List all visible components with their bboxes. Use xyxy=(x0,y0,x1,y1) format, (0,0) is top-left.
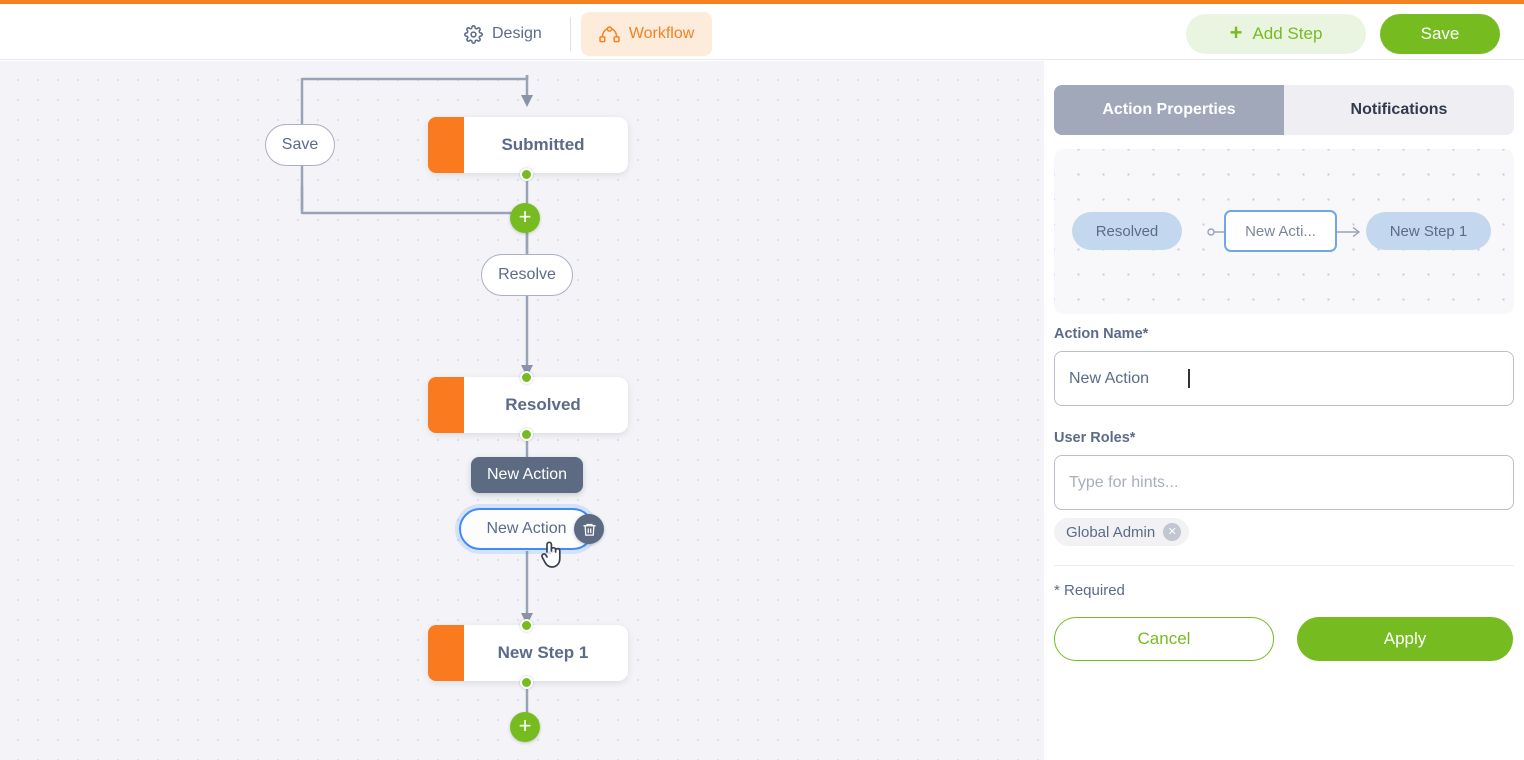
connector-dot-resolved-in[interactable] xyxy=(520,371,533,384)
node-tooltip: New Action xyxy=(471,457,584,493)
save-button[interactable]: Save xyxy=(1380,14,1500,54)
panel-tab-group: Action Properties Notifications xyxy=(1054,85,1514,135)
step-label: Submitted xyxy=(501,135,585,154)
properties-panel: Action Properties Notifications Resolved… xyxy=(1044,71,1514,751)
workflow-minimap[interactable]: Resolved New Acti... New Step 1 xyxy=(1054,149,1514,314)
user-roles-label: User Roles* xyxy=(1054,430,1136,446)
tab-workflow-label: Workflow xyxy=(628,25,695,42)
action-pill-resolve[interactable]: Resolve xyxy=(481,254,573,296)
minimap-connector-in xyxy=(1207,228,1224,236)
gear-icon xyxy=(464,24,483,44)
cancel-button[interactable]: Cancel xyxy=(1054,617,1274,661)
plus-icon: + xyxy=(1229,20,1243,45)
app-header: Design Workflow + Add Step Save xyxy=(0,4,1524,60)
user-role-chip[interactable]: Global Admin ✕ xyxy=(1054,518,1190,546)
action-pill-label: Resolve xyxy=(498,266,556,283)
action-pill-label: New Action xyxy=(486,520,567,537)
step-card-resolved[interactable]: Resolved xyxy=(428,377,628,433)
text-caret xyxy=(1188,369,1190,388)
tab-workflow[interactable]: Workflow xyxy=(580,12,713,56)
top-accent-strip xyxy=(0,0,1524,4)
connector-dot-newstep-in[interactable] xyxy=(520,619,533,632)
required-note: * Required xyxy=(1054,582,1125,599)
connector-dot-resolved-out[interactable] xyxy=(520,428,533,441)
step-card-submitted[interactable]: Submitted xyxy=(428,117,628,173)
tab-design-label: Design xyxy=(492,25,542,42)
header-tab-group: Design Workflow xyxy=(446,10,713,58)
user-role-chip-label: Global Admin xyxy=(1066,523,1156,541)
action-name-label: Action Name* xyxy=(1054,326,1149,342)
plus-icon: + xyxy=(518,203,532,229)
step-label: Resolved xyxy=(505,395,581,414)
action-pill-new-action-selected[interactable]: New Action xyxy=(459,508,594,550)
add-node-button-2[interactable]: + xyxy=(510,712,540,742)
step-card-new-step-1[interactable]: New Step 1 xyxy=(428,625,628,681)
trash-icon[interactable] xyxy=(574,514,604,544)
add-step-button[interactable]: + Add Step xyxy=(1186,14,1366,54)
tab-separator xyxy=(569,17,571,51)
apply-button[interactable]: Apply xyxy=(1297,617,1513,661)
minimap-connector-out xyxy=(1337,226,1361,238)
action-pill-label: Save xyxy=(281,136,319,153)
header-actions: + Add Step Save xyxy=(1186,14,1500,54)
workflow-graph-icon xyxy=(599,25,620,43)
tab-notifications[interactable]: Notifications xyxy=(1284,85,1514,135)
action-name-input[interactable] xyxy=(1054,351,1514,406)
add-node-button-1[interactable]: + xyxy=(510,203,540,233)
add-step-label: Add Step xyxy=(1252,24,1323,43)
step-color-swatch xyxy=(428,117,464,173)
step-color-swatch xyxy=(428,377,464,433)
step-color-swatch xyxy=(428,625,464,681)
connector-dot-submitted-out[interactable] xyxy=(520,168,533,181)
tab-action-properties[interactable]: Action Properties xyxy=(1054,85,1284,135)
user-roles-input[interactable] xyxy=(1054,455,1514,510)
tab-design[interactable]: Design xyxy=(446,12,560,56)
minimap-node-to[interactable]: New Step 1 xyxy=(1366,212,1491,250)
connector-dot-newstep-out[interactable] xyxy=(520,676,533,689)
workflow-canvas[interactable]: Save Submitted + Resolve Resolved New Ac… xyxy=(0,61,1044,760)
minimap-node-current[interactable]: New Acti... xyxy=(1224,210,1337,252)
plus-icon: + xyxy=(518,712,532,738)
section-divider xyxy=(1054,565,1514,566)
minimap-node-from[interactable]: Resolved xyxy=(1072,212,1182,250)
step-label: New Step 1 xyxy=(497,643,589,662)
close-icon[interactable]: ✕ xyxy=(1163,523,1182,541)
action-pill-save[interactable]: Save xyxy=(265,124,335,166)
